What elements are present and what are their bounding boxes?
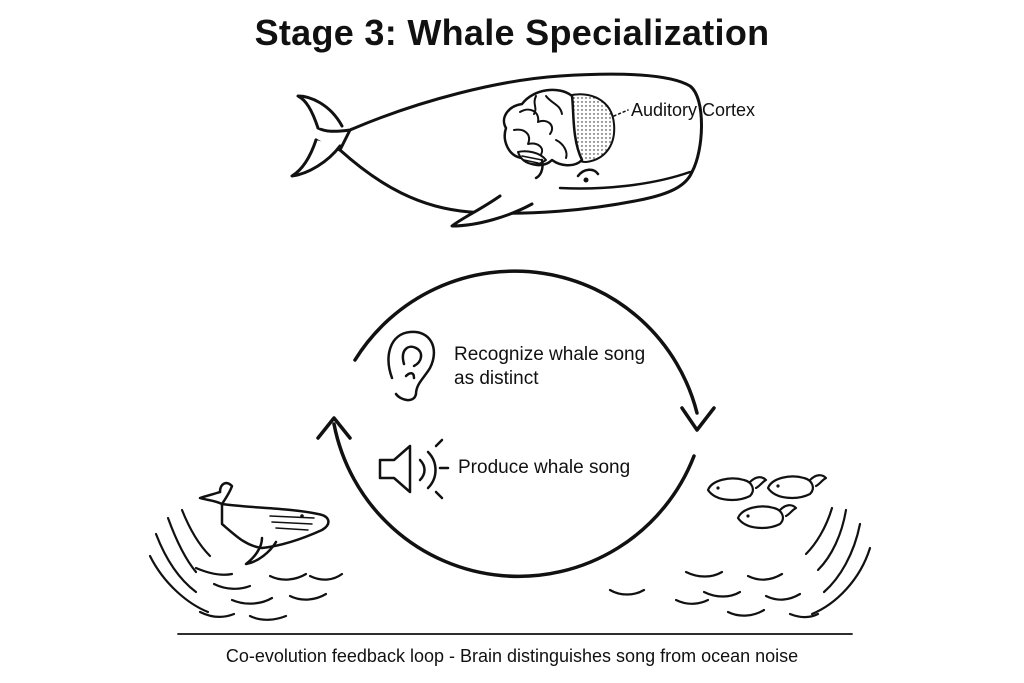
small-whale bbox=[708, 477, 766, 500]
small-whale bbox=[738, 505, 796, 528]
loop-arc-upper bbox=[355, 271, 697, 413]
loop-arrowhead-down bbox=[682, 408, 714, 430]
loop-arrowhead-up bbox=[318, 418, 350, 438]
loop-arc-lower bbox=[334, 424, 694, 576]
recognize-song-line-2: as distinct bbox=[454, 368, 539, 389]
figure-caption: Co-evolution feedback loop - Brain disti… bbox=[225, 646, 799, 666]
produce-song-label: Produce whale song bbox=[458, 457, 631, 478]
small-whale bbox=[768, 475, 826, 498]
brain-illustration bbox=[504, 90, 614, 178]
recognize-song-label: Recognize whale song as distinct bbox=[454, 343, 645, 391]
ocean-waves-left bbox=[150, 510, 342, 620]
cortex-leader-line bbox=[614, 110, 628, 116]
speaker-icon bbox=[380, 440, 448, 498]
ear-icon bbox=[389, 332, 434, 400]
feedback-loop bbox=[318, 271, 714, 576]
whale-pod-illustration bbox=[708, 475, 826, 528]
page-title: Stage 3: Whale Specialization bbox=[254, 12, 770, 53]
auditory-cortex-label: Auditory Cortex bbox=[631, 100, 756, 120]
humpback-whale-illustration bbox=[200, 483, 328, 564]
ocean-waves-right bbox=[610, 508, 870, 617]
large-whale-illustration bbox=[292, 74, 702, 226]
recognize-song-line-1: Recognize whale song bbox=[454, 344, 646, 365]
